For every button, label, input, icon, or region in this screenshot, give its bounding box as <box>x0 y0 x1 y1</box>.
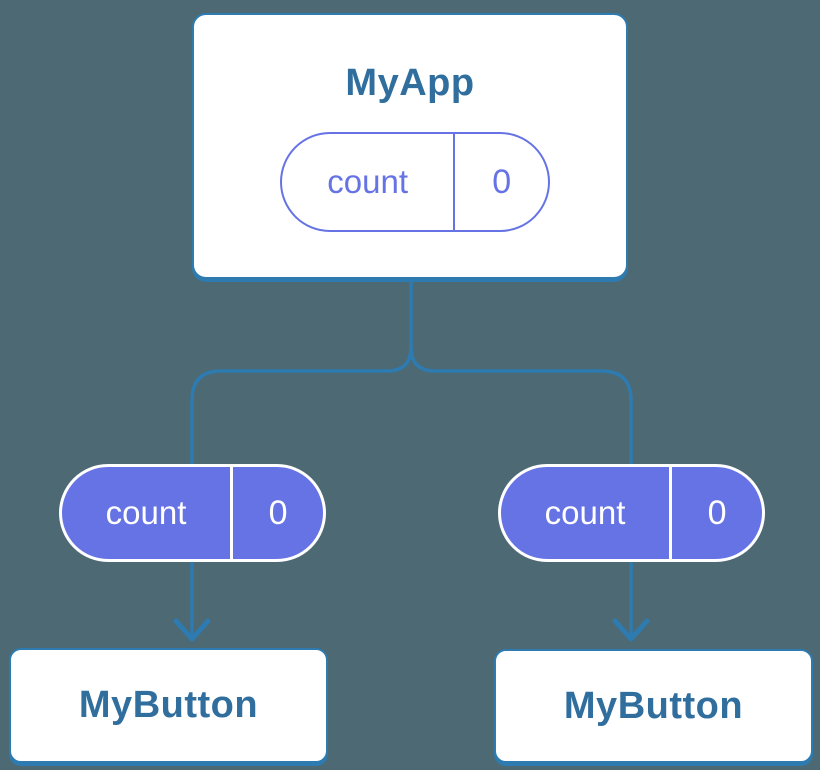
arrow-down-left-icon <box>173 618 211 642</box>
mybutton-title-right: MyButton <box>563 684 744 727</box>
prop-pill-left-label: count <box>62 467 234 559</box>
myapp-title: MyApp <box>345 62 475 104</box>
mybutton-card-left: MyButton <box>9 648 328 763</box>
prop-pill-right-value: 0 <box>707 493 727 532</box>
state-pill-label: count <box>282 134 456 230</box>
connector-right-branch <box>409 346 633 636</box>
prop-pill-left-value: 0 <box>268 493 288 532</box>
connector-left-branch <box>190 272 413 636</box>
mybutton-title-left: MyButton <box>78 684 259 726</box>
state-pill-value: 0 <box>492 162 512 201</box>
prop-pill-right-label: count <box>501 467 673 559</box>
state-pill: count 0 <box>280 132 550 232</box>
arrow-down-right-icon <box>612 618 650 642</box>
mybutton-card-right: MyButton <box>494 649 813 763</box>
myapp-card: MyApp count 0 <box>192 13 628 279</box>
prop-pill-right: count 0 <box>498 464 765 562</box>
prop-pill-left: count 0 <box>59 464 326 562</box>
